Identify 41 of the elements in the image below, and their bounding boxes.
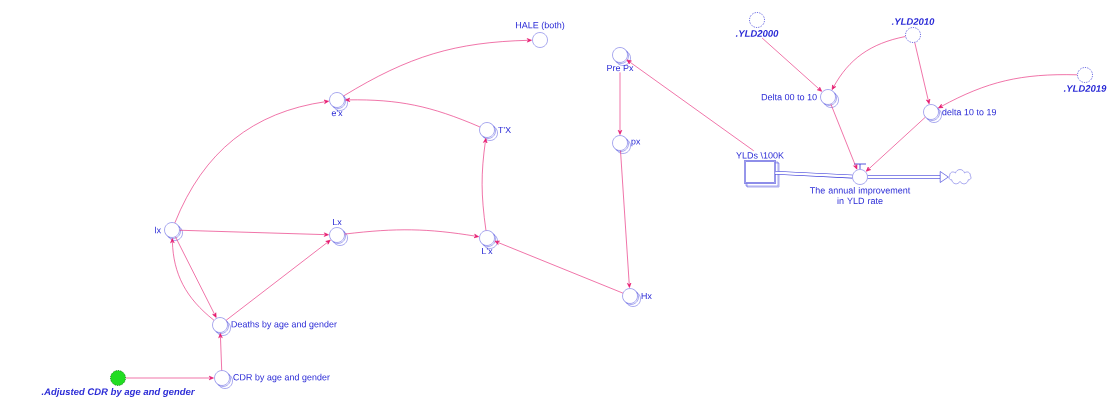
flow-pipe	[867, 171, 949, 183]
arrow	[494, 240, 624, 294]
variable-label: Hx	[641, 292, 652, 300]
variable-label: L'x	[482, 247, 493, 255]
arrow	[617, 72, 623, 135]
arrow	[831, 36, 906, 90]
variable-label: HALE (both)	[516, 21, 565, 31]
arrow	[626, 59, 754, 152]
arrow	[125, 375, 214, 381]
variable-label: px	[631, 139, 641, 147]
variable-label: .Adjusted CDR by age and gender	[41, 388, 195, 397]
arrow	[174, 99, 329, 224]
variable-label: .YLD2000	[735, 30, 779, 37]
arrow	[344, 229, 479, 239]
variable-label: lx	[155, 226, 161, 234]
arrow	[830, 103, 858, 170]
variable-label: .YLD2010	[891, 18, 935, 25]
variable-label: e'x	[331, 109, 343, 117]
arrow	[914, 42, 931, 105]
arrow	[225, 239, 331, 321]
arrow	[865, 116, 926, 172]
variable-label: T'X	[498, 126, 511, 134]
arrow	[938, 74, 1078, 109]
arrow	[218, 333, 223, 371]
variable-label: CDR by age and gender	[233, 373, 330, 383]
variable-label: delta 10 to 19	[942, 108, 996, 116]
variable-label: Delta 00 to 10	[761, 93, 817, 101]
variable-label: .YLD2019	[1063, 85, 1107, 92]
variable-label: The annual improvement in YLD rate	[809, 186, 911, 204]
cloud	[948, 169, 972, 185]
arrow	[620, 150, 632, 288]
arrow	[179, 229, 329, 237]
variable-label: Deaths by age and gender	[231, 320, 337, 330]
variable-label: Lx	[333, 218, 342, 226]
arrow	[343, 38, 532, 97]
arrow	[345, 97, 481, 128]
variable-label: Pre Px	[607, 64, 634, 72]
variable-label: YLDs \100K	[736, 152, 784, 159]
flow-pipe	[775, 170, 853, 179]
arrow	[761, 37, 822, 92]
arrow	[481, 138, 488, 231]
